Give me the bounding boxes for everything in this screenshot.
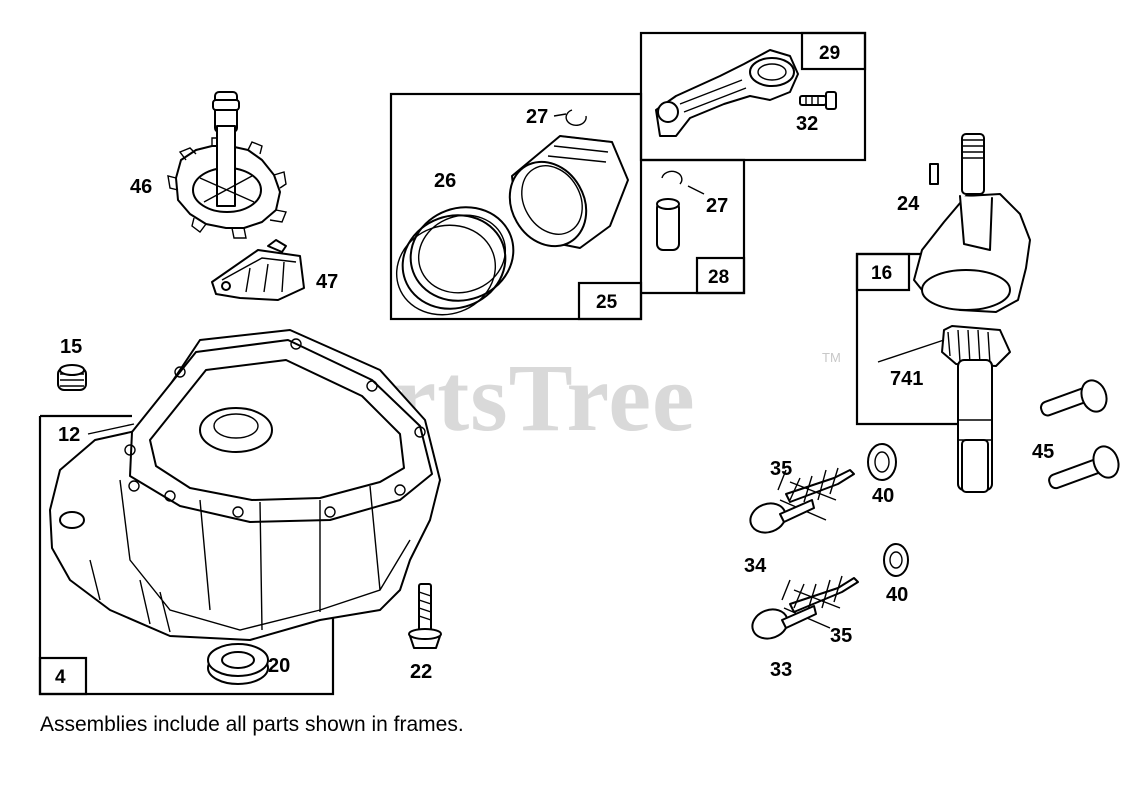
callout-35-top: 35 bbox=[770, 458, 792, 480]
plug-part bbox=[57, 364, 87, 391]
callout-29: 29 bbox=[819, 43, 840, 64]
callout-25: 25 bbox=[596, 292, 618, 313]
exhaust-valve-assembly-part bbox=[749, 467, 855, 534]
valve-retainer-top-part bbox=[867, 443, 897, 481]
rod-bolt-part bbox=[799, 91, 837, 110]
piston-pin-clip-part bbox=[565, 109, 587, 126]
governor-part bbox=[211, 239, 305, 301]
callout-45: 45 bbox=[1032, 441, 1054, 463]
oil-seal-part bbox=[207, 643, 269, 685]
callout-24: 24 bbox=[897, 193, 920, 215]
callout-32: 32 bbox=[796, 113, 818, 135]
callout-35-bottom: 35 bbox=[830, 625, 852, 647]
callout-28: 28 bbox=[708, 267, 729, 288]
crankshaft-part bbox=[913, 133, 1031, 493]
leader-lines bbox=[87, 113, 945, 435]
frame-4 bbox=[38, 414, 335, 696]
wrist-pin-part bbox=[656, 198, 680, 251]
sump-housing-part bbox=[49, 329, 441, 641]
callout-40-bottom: 40 bbox=[886, 584, 908, 606]
callout-27-top: 27 bbox=[526, 106, 548, 128]
callout-741: 741 bbox=[890, 368, 923, 390]
callout-12: 12 bbox=[58, 424, 80, 446]
crankshaft-key-part bbox=[929, 163, 939, 185]
callout-16: 16 bbox=[871, 263, 892, 284]
callout-22: 22 bbox=[410, 661, 432, 683]
piston-part bbox=[508, 135, 629, 249]
callout-4: 4 bbox=[55, 667, 66, 688]
callout-33: 33 bbox=[770, 659, 792, 681]
callout-34: 34 bbox=[744, 555, 767, 577]
callout-26: 26 bbox=[434, 170, 456, 192]
assembly-note: Assemblies include all parts shown in fr… bbox=[40, 713, 464, 736]
frame-25 bbox=[389, 92, 643, 321]
frame-29 bbox=[639, 31, 867, 162]
callout-20: 20 bbox=[268, 655, 290, 677]
callout-46: 46 bbox=[130, 176, 152, 198]
valve-tappets-part bbox=[1039, 379, 1120, 490]
callout-15: 15 bbox=[60, 336, 82, 358]
piston-rings-part bbox=[395, 206, 515, 316]
watermark-trademark: TM bbox=[822, 350, 841, 365]
frame-28 bbox=[641, 158, 746, 295]
callout-47: 47 bbox=[316, 271, 338, 293]
valve-retainer-bottom-part bbox=[883, 543, 909, 577]
callout-27-side: 27 bbox=[706, 195, 728, 217]
piston-pin-clip-2-part bbox=[661, 170, 705, 195]
connecting-rod-part bbox=[655, 49, 799, 137]
intake-valve-assembly-part bbox=[751, 575, 859, 640]
bolt-part bbox=[408, 583, 442, 649]
cam-gear-part bbox=[167, 91, 287, 239]
callout-40-top: 40 bbox=[872, 485, 894, 507]
frame-16 bbox=[855, 252, 960, 426]
